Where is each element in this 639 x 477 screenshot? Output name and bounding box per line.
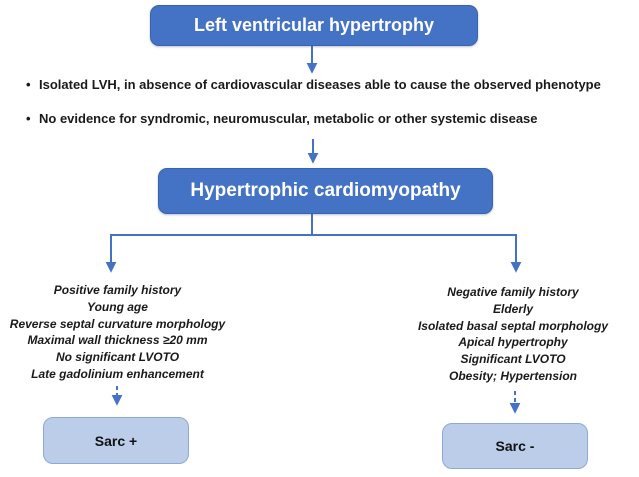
criteria-line: Late gadolinium enhancement	[31, 366, 204, 381]
node-sarc-negative: Sarc -	[442, 423, 588, 469]
bullet-text: No evidence for syndromic, neuromuscular…	[39, 111, 538, 126]
node-label: Sarc -	[495, 438, 535, 454]
sarc-positive-criteria-list: Positive family history Young age Revers…	[0, 282, 235, 383]
node-sarc-positive: Sarc +	[43, 417, 189, 464]
criterion-bullet-2: • No evidence for syndromic, neuromuscul…	[26, 110, 631, 127]
criteria-line: Reverse septal curvature morphology	[9, 316, 226, 331]
node-label: Hypertrophic cardiomyopathy	[190, 180, 461, 201]
criteria-line: Elderly	[492, 301, 534, 316]
criteria-line: Negative family history	[447, 285, 579, 299]
bullet-icon: •	[26, 77, 31, 92]
criteria-line: Obesity; Hypertension	[448, 368, 578, 383]
node-hypertrophic-cardiomyopathy: Hypertrophic cardiomyopathy	[158, 168, 493, 214]
bullet-text: Isolated LVH, in absence of cardiovascul…	[39, 77, 601, 92]
criterion-bullet-1: • Isolated LVH, in absence of cardiovasc…	[26, 76, 631, 93]
criteria-line: Significant LVOTO	[460, 352, 566, 367]
sarc-negative-criteria-list: Negative family history Elderly Isolated…	[393, 284, 633, 385]
node-label: Sarc +	[94, 432, 138, 449]
criteria-line: Positive family history	[53, 283, 182, 297]
criteria-line: Maximal wall thickness ≥20 mm	[27, 333, 208, 348]
criteria-line: Isolated basal septal morphology	[417, 318, 609, 333]
criteria-line: Young age	[87, 299, 148, 314]
node-left-ventricular-hypertrophy: Left ventricular hypertrophy	[150, 5, 478, 46]
bullet-icon: •	[26, 111, 31, 126]
node-label: Left ventricular hypertrophy	[193, 15, 435, 35]
criteria-line: No significant LVOTO	[55, 350, 180, 365]
criteria-line: Apical hypertrophy	[458, 335, 568, 350]
